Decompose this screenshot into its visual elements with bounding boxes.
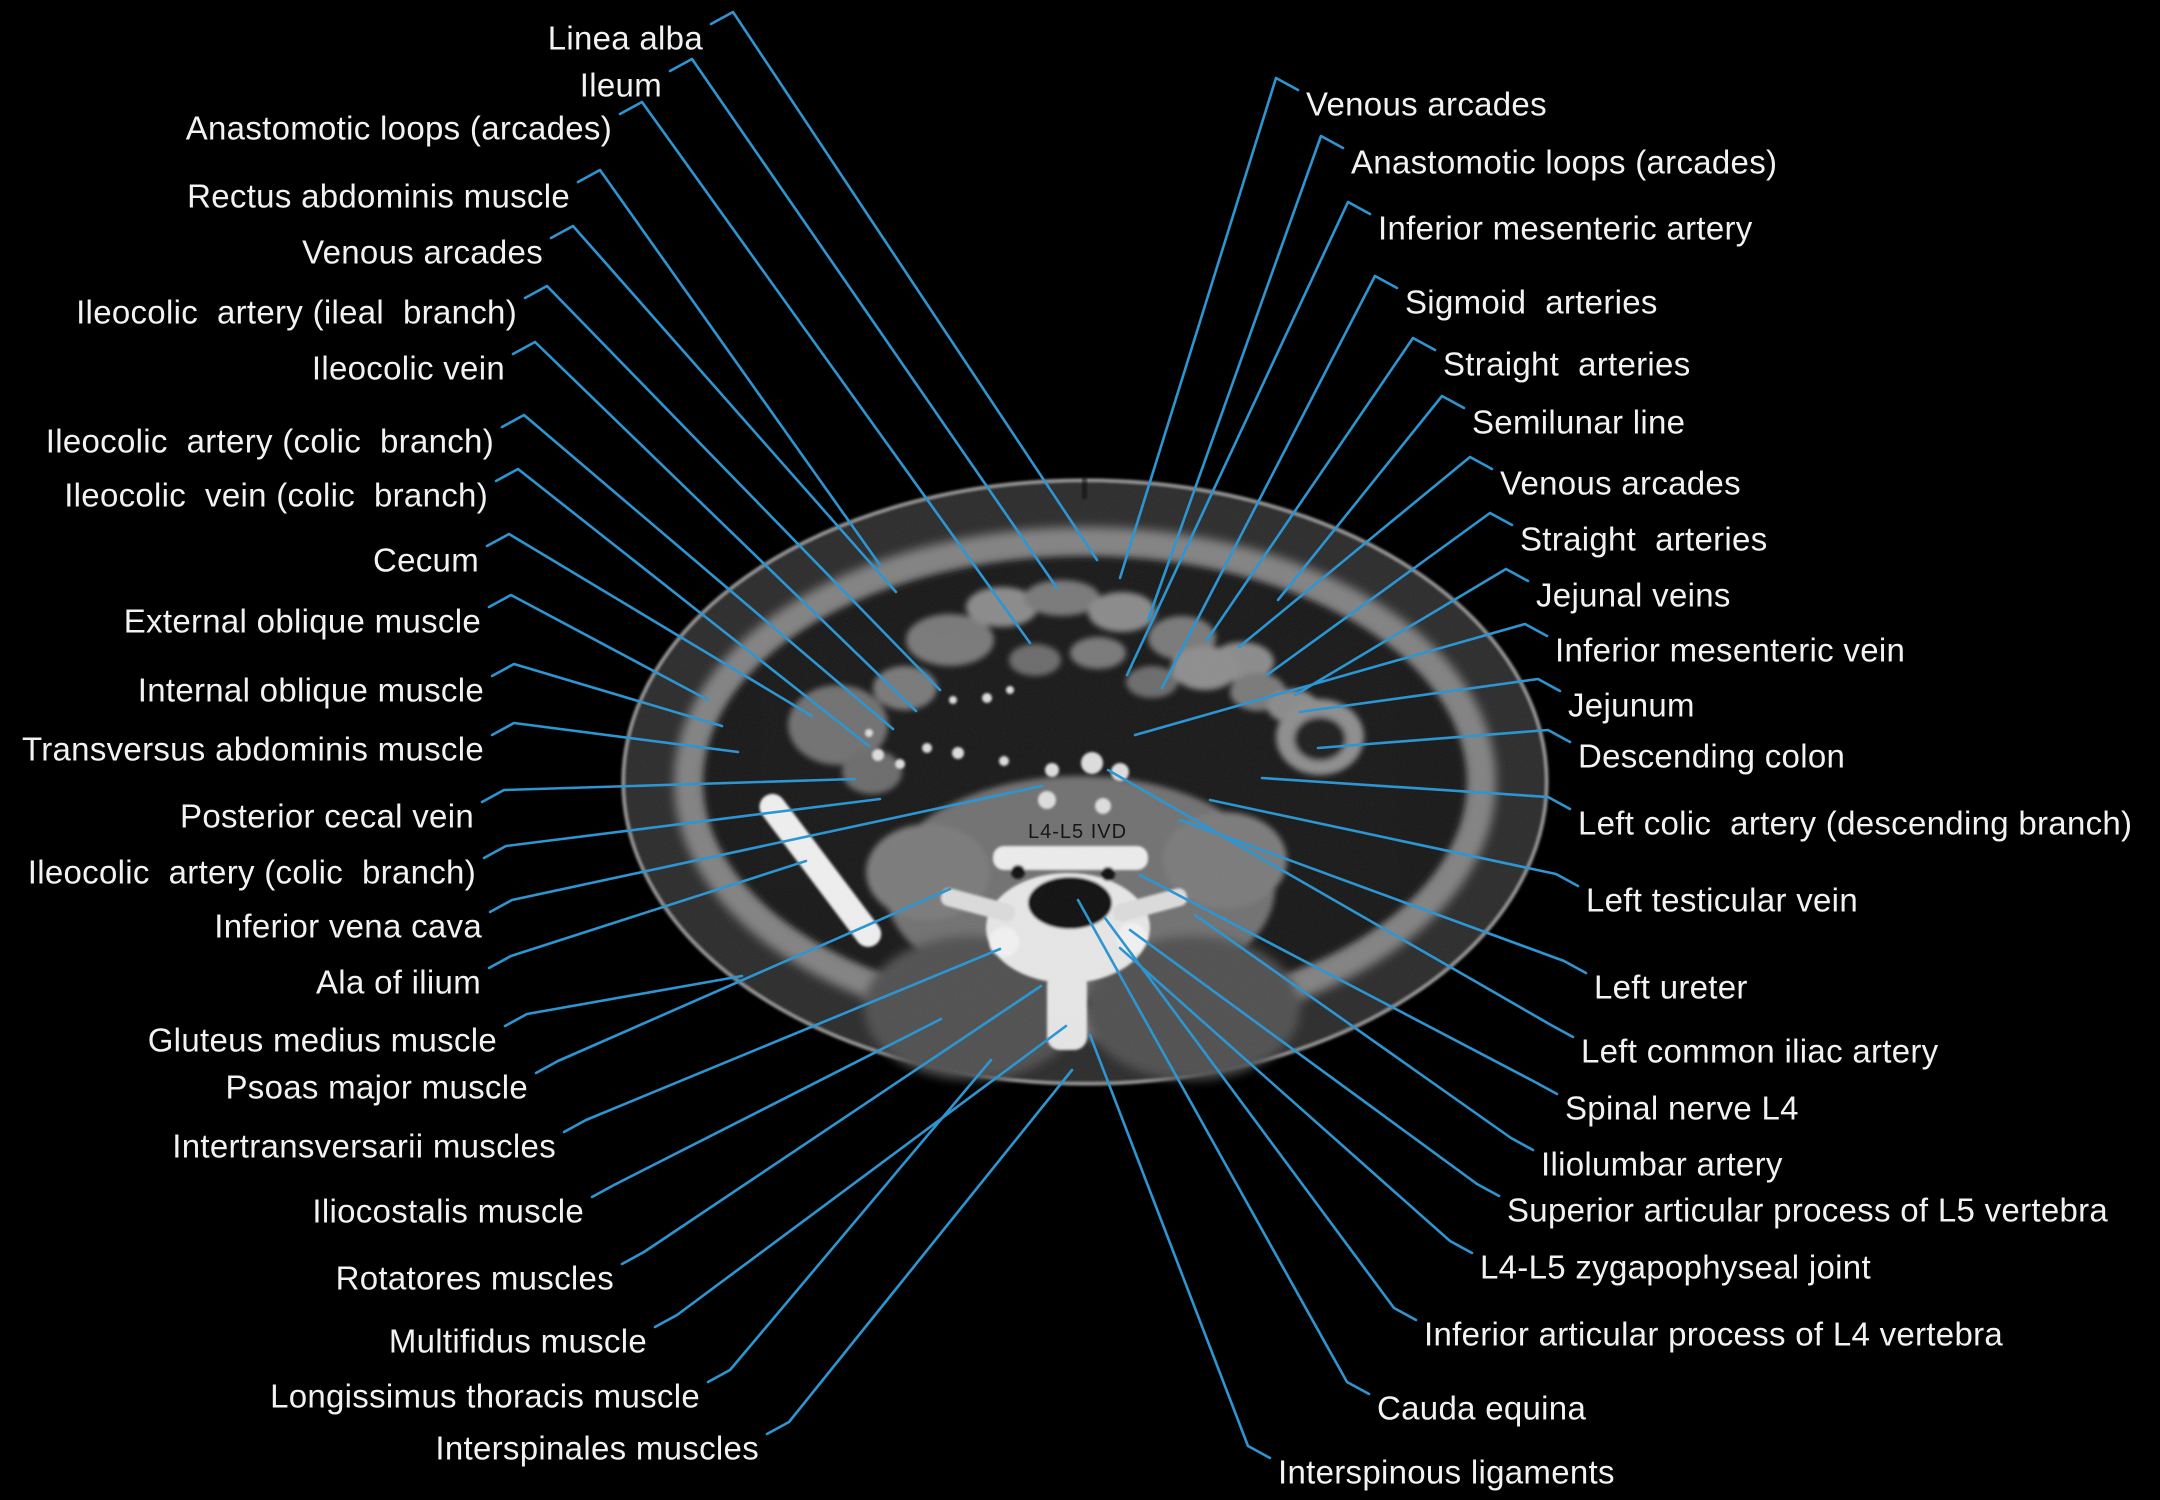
leader-external-oblique-muscle [487,593,710,702]
leader-gluteus-medius-muscle [503,974,744,1028]
leader-ileocolic-vein [511,340,918,713]
leader-inferior-vena-cava [488,784,1044,914]
leader-ileocolic-artery-colic-branch [500,413,895,731]
leader-ileocolic-vein-colic-branch [494,467,871,748]
leader-venous-arcades [549,224,898,594]
leader-left-common-iliac-artery [1106,768,1575,1039]
leader-rectus-abdominis-muscle [576,168,882,567]
leader-iliocostalis-muscle [590,1017,943,1199]
leader-iliolumbar-artery [1193,913,1535,1152]
leader-anastomotic-loops-arcades [1146,134,1345,622]
leader-multifidus-muscle [653,1024,1068,1329]
leader-descending-colon [1316,728,1572,750]
leader-ileocolic-artery-colic-branch [482,797,882,860]
leader-cauda-equina [1076,898,1371,1396]
leader-straight-arteries [1265,511,1514,677]
leader-semilunar-line [1276,394,1466,602]
leader-left-testicular-vein [1208,798,1580,888]
leader-longissimus-thoracis-muscle [706,1058,993,1384]
leader-venous-arcades [1118,76,1300,580]
leader-left-colic-artery-descending-branch [1260,776,1572,811]
ct-noise-texture [623,480,1547,1084]
leader-spinal-nerve-l4 [1138,873,1559,1096]
leader-posterior-cecal-vein [480,777,857,804]
leader-rotatores-muscles [620,984,1043,1266]
leader-jejunal-veins [1293,567,1530,697]
ct-axial-image: L4-L5 IVD [621,477,1549,1086]
leader-lines [480,10,1588,1460]
leader-jejunum [1298,677,1562,714]
leader-interspinales-muscles [765,1068,1074,1436]
leader-sigmoid-arteries [1160,274,1399,690]
leader-venous-arcades [1237,455,1494,649]
leader-linea-alba [709,10,1099,562]
leader-l4-l5-zygapophyseal-joint [1118,946,1474,1255]
leader-left-ureter [1178,818,1588,975]
leader-straight-arteries [1205,336,1437,642]
leader-anastomotic-loops-arcades [618,100,1032,645]
leader-interspinous-ligaments [1088,1033,1272,1460]
leader-transversus-abdominis-muscle [490,721,740,754]
leader-inferior-articular-process-of-l4-vertebra [1103,916,1418,1322]
leader-ileum [668,57,1059,590]
leader-ala-of-ilium [487,859,808,970]
leader-inferior-mesenteric-vein [1133,622,1549,737]
leader-intertransversarii-muscles [562,947,1002,1134]
leader-psoas-major-muscle [534,887,952,1075]
ct-annotation-l4l5-ivd: L4-L5 IVD [1028,821,1127,843]
leader-cecum [485,532,814,718]
leader-internal-oblique-muscle [490,662,724,728]
leader-superior-articular-process-of-l5-vertebra [1128,928,1501,1198]
leader-ileocolic-artery-ileal-branch [523,284,942,692]
leader-inferior-mesenteric-artery [1125,200,1372,677]
